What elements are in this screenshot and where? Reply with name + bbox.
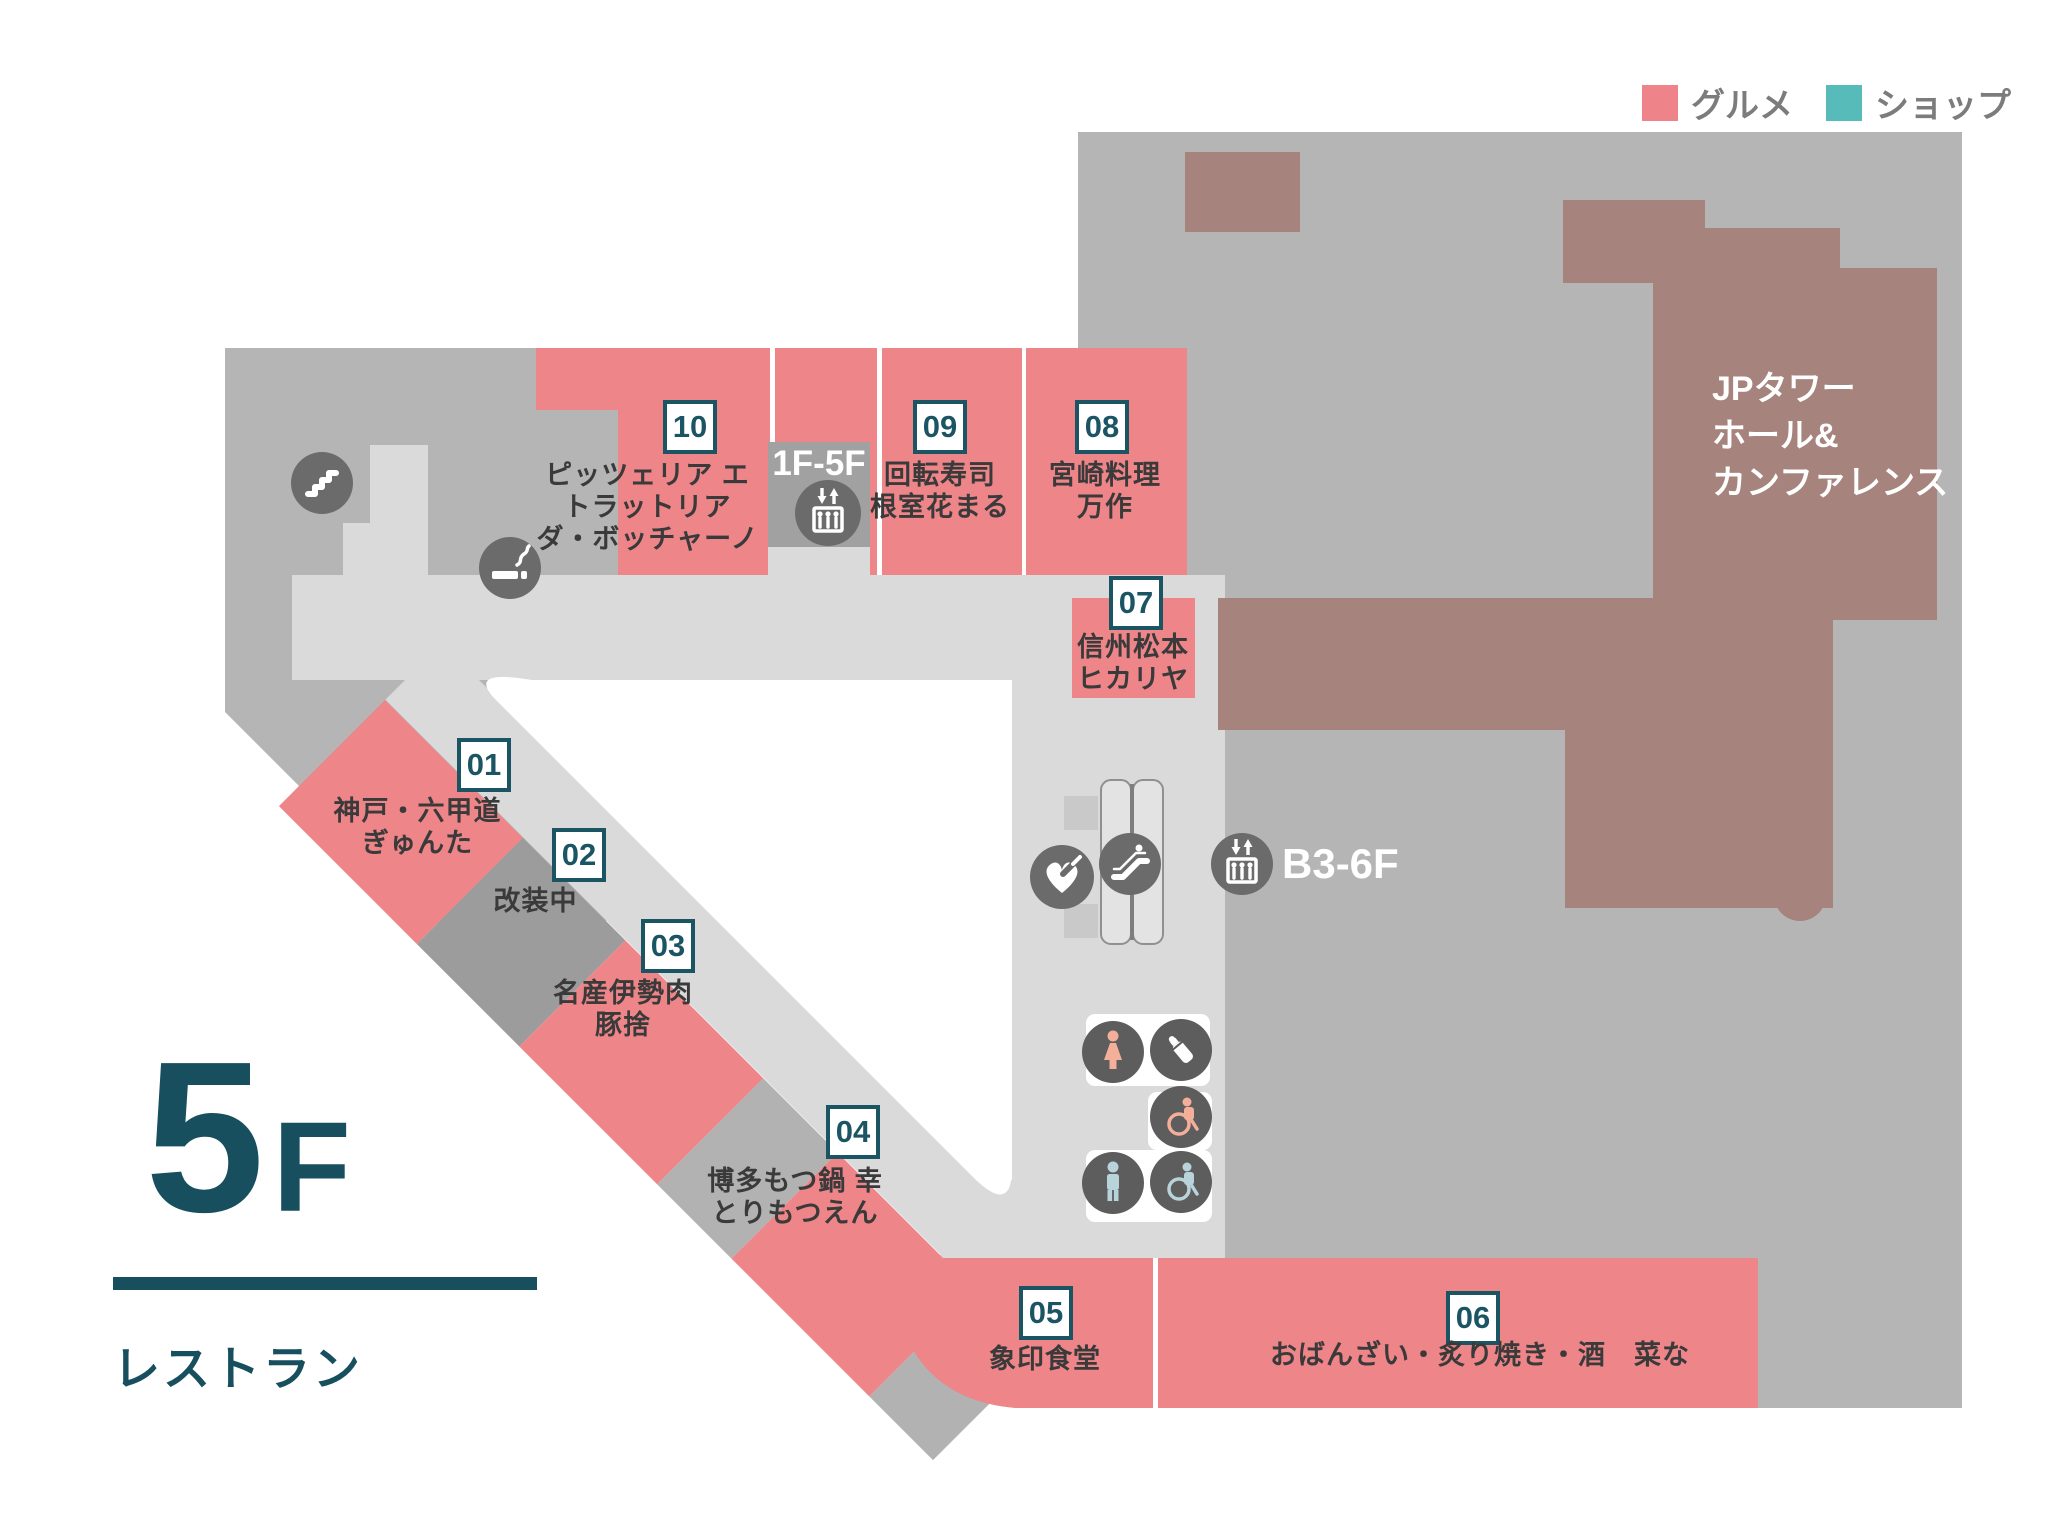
store-01-line2: ぎゅんた	[361, 827, 474, 858]
store-06-badge[interactable]: 06	[1446, 1291, 1500, 1345]
store-03-badge[interactable]: 03	[641, 919, 695, 973]
legend-shop-label: ショップ	[1875, 87, 2011, 125]
jp-tower-label: JPタワー ホール& カンファレンス	[1712, 366, 1948, 507]
stairs-icon[interactable]	[291, 452, 353, 514]
store-08-line2: 万作	[1077, 491, 1133, 522]
divider-05-06	[1153, 1258, 1158, 1408]
corridor-top	[292, 575, 1078, 680]
store-03-label: 名産伊勢肉 豚捨	[548, 978, 698, 1042]
store-06-label: おばんざい・炙り焼き・酒 菜な	[1270, 1340, 1690, 1372]
store-08-badge[interactable]: 08	[1075, 400, 1129, 454]
corridor-stairs-step	[343, 523, 372, 577]
store-03-area[interactable]	[519, 940, 764, 1185]
elevator-b36f-label: B3-6F	[1282, 840, 1399, 887]
corridor-pillar-1	[1064, 796, 1098, 830]
store-08-line1: 宮崎料理	[1049, 460, 1161, 490]
corridor-tab-1	[1192, 806, 1218, 850]
store-09-badge[interactable]: 09	[913, 400, 967, 454]
corridor-diagonal-walkway	[385, 642, 1065, 1322]
store-07-badge[interactable]: 07	[1109, 576, 1163, 630]
store-05-label: 象印食堂	[985, 1344, 1105, 1376]
store-01-line1: 神戸・六甲道	[333, 796, 502, 826]
elevator-bay-tail	[768, 547, 870, 582]
aed-heart-icon[interactable]	[1030, 845, 1094, 909]
wheelchair-accessible-icon[interactable]	[1150, 1086, 1212, 1148]
store-02-badge[interactable]: 02	[552, 828, 606, 882]
divider-ev-09	[877, 348, 882, 575]
store-03-line2: 豚捨	[595, 1009, 651, 1040]
store-10-line2: トラットリア	[563, 491, 732, 522]
legend-gourmet: グルメ	[1642, 78, 1793, 127]
store-01-label: 神戸・六甲道 ぎゅんた	[325, 796, 510, 860]
floor-suffix: F	[272, 1096, 351, 1239]
store-06-line1: おばんざい・炙り焼き・酒 菜な	[1270, 1340, 1690, 1370]
store-08-label: 宮崎料理 万作	[1015, 460, 1195, 524]
store-09-line2: 根室花まる	[870, 491, 1010, 522]
store-01-badge[interactable]: 01	[457, 738, 511, 792]
corridor-tab-2	[1192, 930, 1218, 974]
legend-shop: ショップ	[1826, 78, 2011, 127]
store-10-badge[interactable]: 10	[663, 400, 717, 454]
jp-tower-hall-area[interactable]	[1185, 152, 1937, 921]
store-07-line1: 信州松本	[1077, 632, 1189, 662]
store-gap-1	[657, 1078, 838, 1259]
store-03-line1: 名産伊勢肉	[553, 978, 693, 1008]
store-01-area[interactable]	[278, 700, 523, 944]
nursing-room-icon[interactable]	[1150, 1019, 1212, 1081]
smoking-area-icon[interactable]	[479, 537, 541, 599]
store-04-label: 博多もつ鍋 幸 とりもつえん	[700, 1166, 890, 1230]
jp-tower-line2: ホール&	[1712, 416, 1839, 455]
womens-toilet-icon[interactable]	[1082, 1021, 1144, 1083]
floor-number: 5	[145, 1016, 265, 1257]
legend-gourmet-label: グルメ	[1691, 87, 1793, 125]
store-10-label: ピッツェリア エ トラットリア ダ・ボッチャーノ	[530, 460, 765, 556]
store-07-label: 信州松本 ヒカリヤ	[1068, 632, 1198, 696]
corridor-stairs-nub	[370, 445, 428, 577]
store-09-line1: 回転寿司	[884, 460, 996, 490]
store-05-line1: 象印食堂	[989, 1344, 1101, 1374]
floor-title-rule	[113, 1277, 537, 1290]
store-05-badge[interactable]: 05	[1019, 1286, 1073, 1340]
store-02-area-renovation[interactable]	[416, 837, 626, 1047]
legend-gourmet-swatch	[1642, 84, 1678, 121]
floor-title: 5 F	[145, 1016, 351, 1257]
store-10-line1: ピッツェリア エ	[545, 460, 750, 490]
divider-09-08	[1022, 348, 1026, 575]
jp-tower-line3: カンファレンス	[1712, 463, 1949, 502]
jp-tower-line1: JPタワー	[1712, 370, 1856, 408]
store-04-line1: 博多もつ鍋 幸	[707, 1166, 883, 1196]
store-04-line2: とりもつえん	[711, 1197, 879, 1228]
store-09-label: 回転寿司 根室花まる	[850, 460, 1030, 524]
corridor-pillar-2	[1064, 904, 1098, 938]
legend-shop-swatch	[1826, 84, 1862, 121]
store-07-line2: ヒカリヤ	[1077, 663, 1189, 694]
mens-toilet-icon[interactable]	[1082, 1152, 1144, 1214]
store-10-line3: ダ・ボッチャーノ	[536, 523, 759, 554]
store-10-notch	[536, 410, 618, 575]
elevator-1f5f-label: 1F-5F	[772, 444, 866, 483]
elevator-b36f-icon[interactable]	[1211, 833, 1273, 895]
elevator-1f5f-icon[interactable]	[795, 480, 861, 546]
floor-category-label: レストラン	[113, 1342, 363, 1395]
store-02-label: 改装中	[483, 886, 588, 918]
store-04-badge[interactable]: 04	[826, 1105, 880, 1159]
atrium-void	[486, 676, 1013, 1195]
wheelchair-accessible-icon-2[interactable]	[1150, 1151, 1212, 1213]
escalator-icon[interactable]	[1099, 833, 1161, 895]
store-02-line1: 改装中	[493, 886, 578, 916]
